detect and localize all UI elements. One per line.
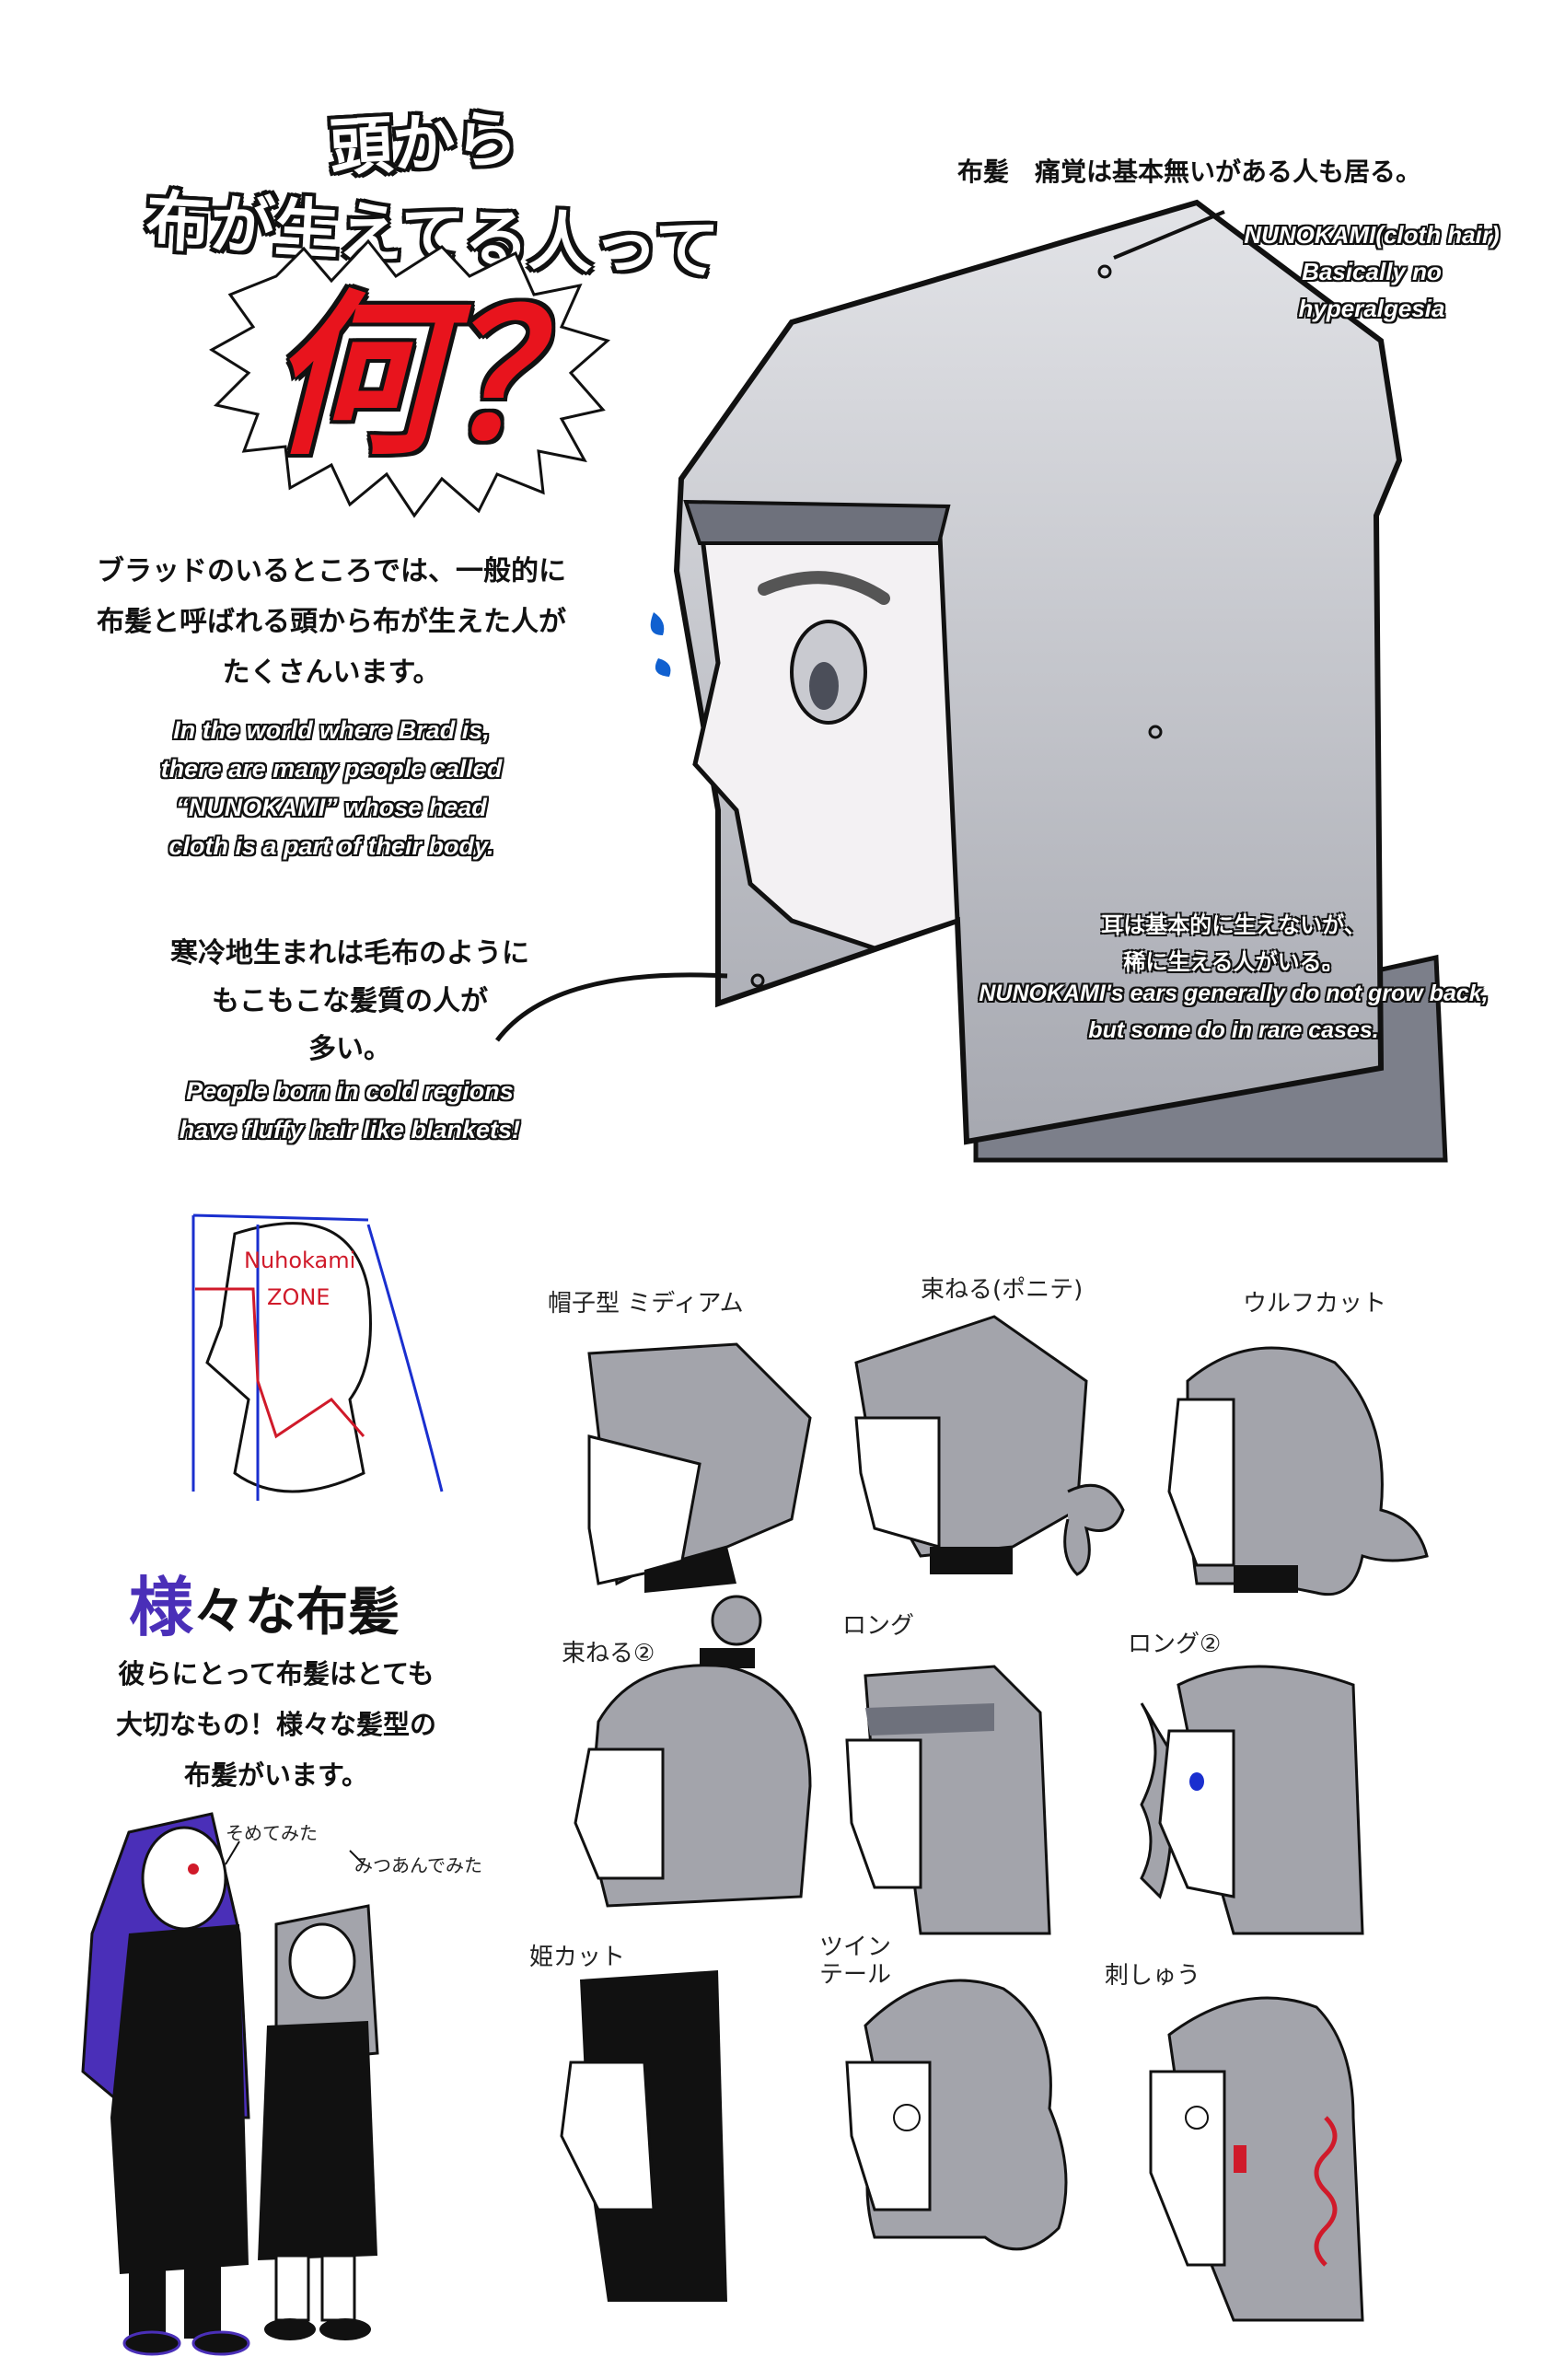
style-long-2 [1140, 1665, 1364, 1935]
char-note-left: そめてみた [226, 1822, 318, 1844]
cold-jp-2: もこもこな髪質の人が [212, 985, 488, 1017]
intro-en-1: In the world where Brad is, [173, 716, 490, 744]
intro-en-3: “NUNOKAMI” whose head [176, 794, 487, 821]
style-hat-medium [587, 1342, 812, 1593]
intro-jp-1: ブラッドのいるところでは、一般的に [97, 555, 566, 587]
style-label-1: 帽子型 ミディアム [548, 1290, 744, 1318]
various-line-1: 彼らにとって布髪はとても [118, 1658, 435, 1689]
style-label-4: 束ねる② [562, 1640, 655, 1667]
cold-en-1: People born in cold regions [186, 1077, 514, 1105]
pain-en-2: Basically no [1302, 258, 1442, 285]
style-label-2: 束ねる(ポニテ) [921, 1276, 1084, 1304]
pain-jp: 布髪 痛覚は基本無いがある人も居る。 [957, 157, 1422, 187]
ears-jp-2: 稀に生える人がいる。 [1123, 949, 1344, 975]
pain-en-1: NUNOKAMI(cloth hair) [1244, 221, 1500, 249]
various-heading-first: 様 [129, 1570, 193, 1645]
style-label-8: ツイン テール [819, 1933, 892, 1989]
style-label-6: ロング② [1128, 1631, 1222, 1658]
style-label-7: 姫カット [529, 1944, 626, 1971]
style-hime [560, 1970, 727, 2302]
style-bun [574, 1595, 812, 1908]
ears-jp-1: 耳は基本的に生えないが、 [1101, 912, 1366, 938]
intro-en-2: there are many people called [160, 755, 503, 783]
style-label-5: ロング [842, 1612, 915, 1640]
pain-en-3: hyperalgesia [1298, 295, 1445, 322]
cold-jp-1: 寒冷地生まれは毛布のように [170, 937, 529, 969]
ears-en-1: NUNOKAMI's ears generally do not grow ba… [979, 981, 1489, 1006]
ears-en-2: but some do in rare cases. [1088, 1017, 1379, 1043]
various-heading: 様々な布髪 [129, 1556, 400, 1649]
style-long [845, 1665, 1051, 1935]
cold-jp-3: 多い。 [308, 1033, 391, 1065]
style-twintail [845, 1979, 1068, 2251]
various-line-2: 大切なもの！様々な髪型の [115, 1709, 436, 1740]
intro-en-4: cloth is a part of their body. [168, 832, 494, 860]
various-heading-rest: 々な布髪 [193, 1583, 400, 1643]
style-label-3: ウルフカット [1243, 1290, 1387, 1318]
zone-label-1: Nuhokami [244, 1248, 356, 1273]
cold-en-2: have fluffy hair like blankets! [179, 1116, 521, 1144]
title-question: 何？ [267, 275, 618, 479]
zone-label-2: ZONE [267, 1284, 330, 1310]
style-embroidery [1149, 1996, 1364, 2322]
style-ponytail [854, 1315, 1125, 1576]
style-label-9: 刺しゅう [1105, 1962, 1201, 1990]
intro-jp-2: 布髪と呼ばれる頭から布が生えた人が [97, 606, 566, 638]
style-wolfcut [1167, 1346, 1429, 1596]
intro-jp-3: たくさんいます。 [222, 656, 441, 689]
various-line-3: 布髪がいます。 [183, 1759, 369, 1791]
char-note-right: みつあんでみた [354, 1854, 482, 1876]
